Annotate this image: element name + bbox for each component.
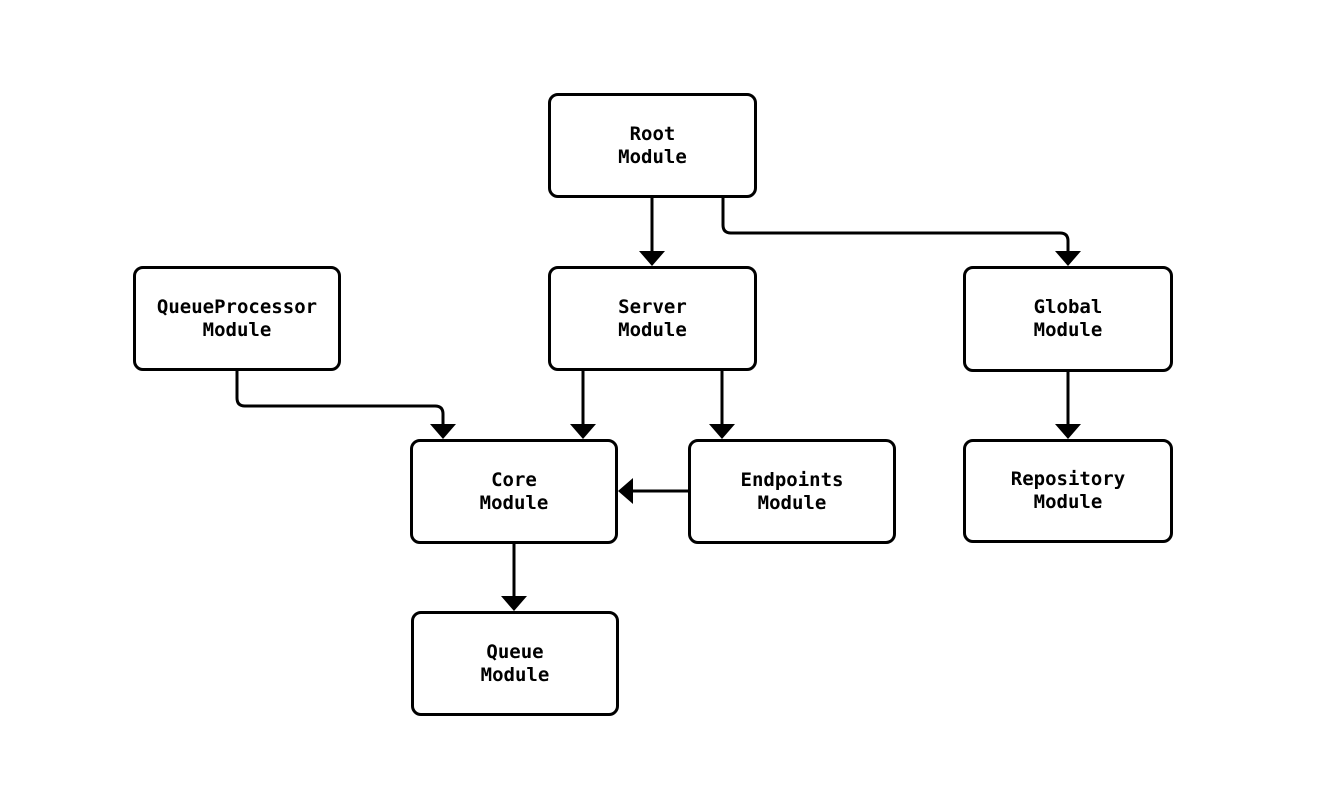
- edge-line: [721, 198, 1070, 251]
- node-label-line: Module: [479, 491, 549, 514]
- arrowhead-icon: [709, 424, 735, 439]
- node-label-line: Module: [618, 318, 687, 341]
- node-label-line: Repository: [1010, 468, 1126, 490]
- node-label-line: Endpoints: [740, 468, 844, 491]
- edge-root-global: [721, 198, 1081, 266]
- node-label-line: Module: [1033, 491, 1103, 513]
- edge-line: [235, 371, 445, 424]
- edge-queueprocessor-core: [235, 371, 456, 439]
- node-label-line: Module: [757, 491, 827, 514]
- node-label-line: Module: [202, 318, 272, 341]
- node-label-line: Queue: [486, 640, 544, 663]
- edge-server-core: [570, 371, 596, 439]
- node-label-line: QueueProcessor: [156, 295, 318, 318]
- arrowhead-icon: [1055, 251, 1081, 266]
- node-label-line: Module: [618, 145, 687, 168]
- node-label-line: Module: [1033, 319, 1103, 341]
- edge-server-endpoints: [709, 371, 735, 439]
- edge-root-server: [639, 198, 665, 266]
- node-label-line: Module: [480, 663, 550, 686]
- node-label-line: Root: [629, 122, 676, 145]
- arrowhead-icon: [1055, 424, 1081, 439]
- arrowhead-icon: [501, 596, 527, 611]
- edge-global-repository: [1055, 372, 1081, 439]
- node-label-line: Global: [1033, 296, 1103, 318]
- node-label-line: Server: [618, 295, 687, 318]
- arrowhead-icon: [639, 251, 665, 266]
- node-label-line: Core: [491, 468, 537, 491]
- edge-core-queue: [501, 544, 527, 611]
- edge-endpoints-core: [618, 478, 688, 504]
- arrowhead-icon: [570, 424, 596, 439]
- arrowhead-icon: [430, 424, 456, 439]
- arrowhead-icon: [618, 478, 633, 504]
